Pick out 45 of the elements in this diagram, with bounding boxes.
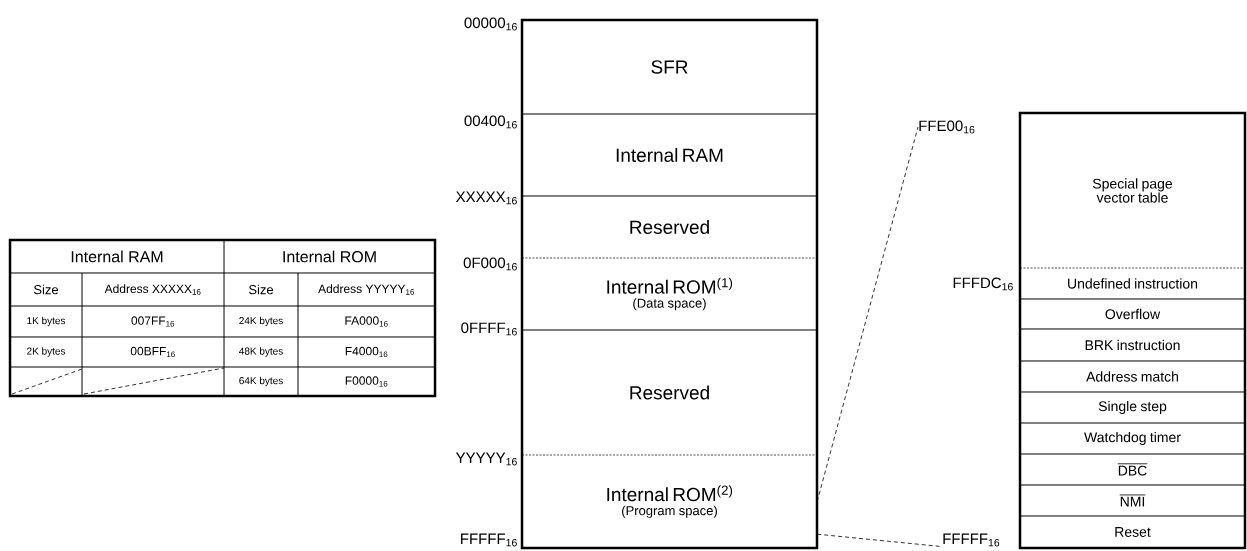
memory-region: NMI bbox=[1119, 494, 1146, 507]
memory-region: Internal ROM$^{(1)}$ (Data space) bbox=[607, 277, 733, 311]
memory-map bbox=[1018, 111, 1247, 550]
memory-region: Reserved bbox=[630, 220, 709, 234]
address-label: FFE00$_{16}$ bbox=[919, 120, 975, 134]
table-text: 24K bytes bbox=[239, 316, 283, 327]
address-label: FFFFF$_{16}$ bbox=[461, 533, 517, 547]
table-text: F0000$_{16}$ bbox=[345, 376, 388, 387]
memory-region: Undefined instruction bbox=[1068, 278, 1198, 289]
column-header: Size bbox=[248, 284, 274, 295]
memory-region: Internal ROM$^{(2)}$ (Program space) bbox=[607, 485, 733, 518]
memory-region: BRK instruction bbox=[1085, 339, 1180, 351]
column-header: Address XXXXX$_{16}$ bbox=[104, 284, 201, 295]
memory-region: Overflow bbox=[1105, 308, 1161, 320]
zoom-line bbox=[816, 126, 919, 502]
table-text: F4000$_{16}$ bbox=[345, 346, 388, 358]
address-label: 00400$_{16}$ bbox=[464, 115, 517, 129]
memory-region: Single step bbox=[1098, 400, 1167, 414]
memory-region: Reset bbox=[1115, 527, 1151, 537]
memory-region: Internal RAM bbox=[616, 148, 723, 162]
address-label: YYYYY$_{16}$ bbox=[455, 452, 517, 466]
table-text: 1K bytes bbox=[27, 316, 66, 327]
address-label: FFFDC$_{16}$ bbox=[953, 277, 1013, 291]
memory-map bbox=[520, 18, 819, 550]
memory-region: Address match bbox=[1086, 371, 1178, 382]
column-header: Address YYYYY$_{16}$ bbox=[318, 284, 415, 295]
memory-region: DBC bbox=[1117, 463, 1148, 476]
address-label: FFFFF$_{16}$ bbox=[943, 533, 1000, 547]
table-text: 48K bytes bbox=[239, 347, 283, 357]
address-label: 0F000$_{16}$ bbox=[463, 257, 517, 271]
table-header: Internal ROM bbox=[283, 250, 376, 263]
table-text: 007FF$_{16}$ bbox=[131, 316, 175, 327]
address-label: 00000$_{16}$ bbox=[464, 17, 517, 31]
table-text: 00BFF$_{16}$ bbox=[130, 346, 175, 358]
column-header: Size bbox=[33, 284, 59, 295]
memory-region: SFR bbox=[651, 60, 688, 74]
table-text: 64K bytes bbox=[239, 376, 283, 387]
address-label: XXXXX$_{16}$ bbox=[455, 191, 517, 205]
memory-region: Watchdog timer bbox=[1084, 431, 1181, 445]
table-header: Internal RAM bbox=[71, 250, 163, 263]
table-text: 2K bytes bbox=[27, 347, 66, 357]
memory-region: Special page vector table bbox=[1092, 178, 1173, 203]
table-text: FA000$_{16}$ bbox=[345, 316, 388, 327]
address-label: 0FFFF$_{16}$ bbox=[461, 322, 517, 336]
memory-region: Reserved bbox=[630, 385, 709, 400]
